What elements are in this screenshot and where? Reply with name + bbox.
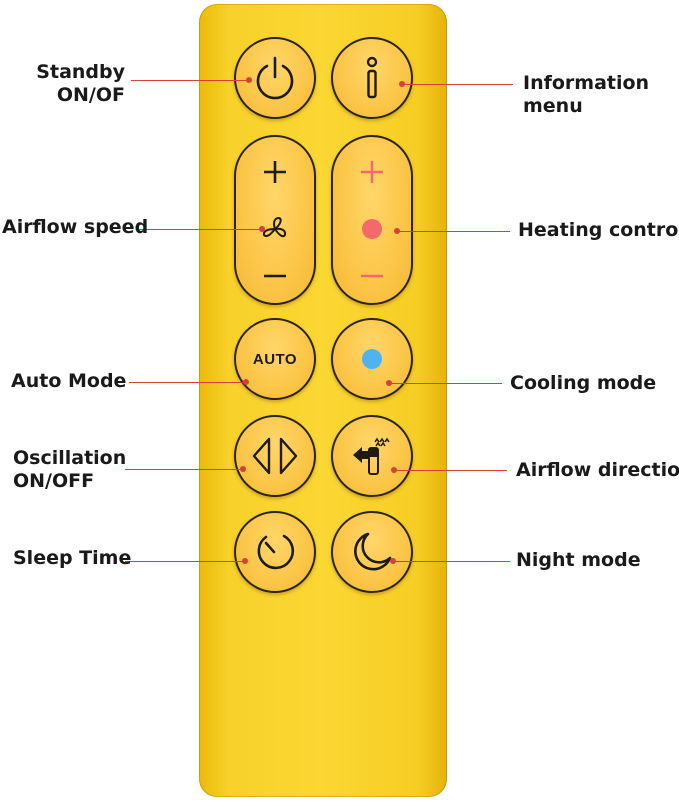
heating-control-leader-line	[397, 231, 510, 232]
night-mode-button[interactable]	[331, 511, 413, 593]
auto-mode-leader-line	[129, 382, 246, 383]
oscillation-icon	[252, 437, 298, 475]
auto-mode-leader-dot	[243, 379, 249, 385]
info-icon	[366, 56, 378, 99]
night-mode-leader-dot	[390, 558, 396, 564]
standby-label-line2: ON/OF	[56, 84, 125, 106]
auto-mode-button[interactable]: AUTO	[234, 318, 316, 400]
sleep-time-leader-dot	[242, 558, 248, 564]
information-label-line2: menu	[523, 95, 583, 117]
information-leader-line	[402, 84, 513, 85]
information-button[interactable]	[331, 37, 413, 119]
oscillation-label: Oscillation ON/OFF	[13, 447, 126, 493]
airflow-speed-rocker[interactable]	[234, 135, 316, 305]
night-mode-leader-line	[393, 561, 510, 562]
heating-control-leader-dot	[394, 228, 400, 234]
sleep-timer-icon	[257, 534, 295, 570]
cooling-mode-label: Cooling mode	[510, 372, 657, 394]
night-mode-label: Night mode	[516, 549, 641, 571]
oscillation-button[interactable]	[234, 415, 316, 497]
heat-minus-icon[interactable]	[359, 273, 385, 279]
heating-control-rocker[interactable]	[331, 135, 413, 305]
fan-icon	[262, 217, 287, 238]
auto-button-label: AUTO	[252, 350, 298, 368]
standby-leader-line	[131, 80, 249, 81]
airflow-speed-label: Airflow speed	[2, 216, 149, 238]
airflow-direction-icon	[353, 437, 390, 475]
minus-icon[interactable]	[262, 273, 288, 279]
oscillation-leader-dot	[240, 466, 246, 472]
cooling-mode-leader-line	[389, 383, 502, 384]
oscillation-label-line2: ON/OFF	[13, 470, 95, 492]
cooling-mode-leader-dot	[386, 380, 392, 386]
airflow-direction-leader-line	[394, 470, 507, 471]
airflow-direction-label: Airflow direction	[516, 459, 679, 481]
heating-control-label: Heating control	[518, 219, 679, 241]
information-label: Information menu	[523, 72, 649, 118]
sleep-timer-button[interactable]	[234, 511, 316, 593]
information-leader-dot	[399, 81, 405, 87]
sleep-time-label: Sleep Time	[13, 547, 132, 569]
cooling-mode-button[interactable]	[331, 318, 413, 400]
cool-dot-icon	[362, 349, 382, 369]
sleep-time-leader-line	[125, 561, 245, 562]
auto-mode-label: Auto Mode	[11, 370, 127, 392]
heat-plus-icon[interactable]	[359, 159, 385, 185]
information-label-line1: Information	[523, 72, 650, 94]
remote-control-body	[199, 4, 447, 797]
heat-dot-icon	[362, 219, 382, 239]
moon-icon	[354, 532, 392, 571]
standby-leader-dot	[246, 77, 252, 83]
standby-label: Standby ON/OF	[20, 61, 125, 107]
oscillation-label-line1: Oscillation	[13, 447, 127, 469]
airflow-speed-leader-line	[136, 229, 262, 230]
airflow-direction-leader-dot	[391, 467, 397, 473]
airflow-speed-leader-dot	[259, 226, 265, 232]
power-icon	[256, 56, 294, 100]
plus-icon[interactable]	[262, 159, 288, 185]
standby-label-line1: Standby	[36, 61, 125, 83]
airflow-direction-button[interactable]	[331, 415, 413, 497]
oscillation-leader-line	[125, 469, 243, 470]
